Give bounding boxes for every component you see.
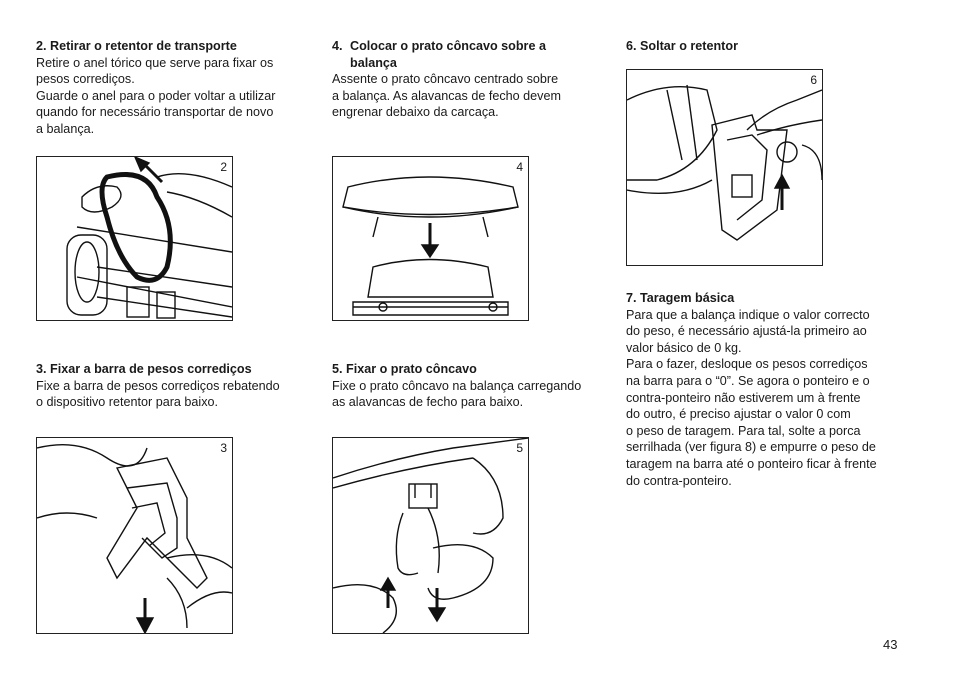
section-5: 5. Fixar o prato côncavo Fixe o prato cô… (332, 361, 612, 411)
figure-2-number: 2 (220, 160, 227, 174)
section-4-title: Colocar o prato côncavo sobre a balança (350, 39, 546, 70)
figure-2-illustration (66, 157, 232, 319)
section-2-text: Retire o anel tórico que serve para fixa… (36, 55, 276, 136)
section-6: 6. Soltar o retentor (626, 38, 906, 55)
section-2-title: 2. Retirar o retentor de transporte (36, 39, 237, 53)
section-4-number: 4. (332, 39, 343, 53)
section-3: 3. Fixar a barra de pesos corrediços Fix… (36, 361, 316, 411)
section-5-text: Fixe o prato côncavo na balança carregan… (332, 378, 582, 410)
section-7-text: Para que a balança indique o valor corre… (626, 307, 877, 488)
figure-4-illustration (342, 176, 519, 316)
section-6-title: 6. Soltar o retentor (626, 39, 738, 53)
figure-3: 3 (36, 437, 233, 634)
section-7-title: 7. Taragem básica (626, 291, 735, 305)
figure-3-number: 3 (220, 441, 227, 455)
figure-2: 2 (36, 156, 233, 321)
page-number: 43 (883, 637, 898, 652)
section-5-title: 5. Fixar o prato côncavo (332, 362, 477, 376)
section-4-heading: 4. Colocar o prato côncavo sobre a balan… (332, 38, 612, 71)
section-3-text: Fixe a barra de pesos corrediços rebaten… (36, 378, 280, 410)
section-2: 2. Retirar o retentor de transporte Reti… (36, 38, 316, 138)
section-4-text: Assente o prato côncavo centrado sobre a… (332, 72, 561, 120)
figure-4: 4 (332, 156, 529, 321)
figure-6-number: 6 (810, 73, 817, 87)
section-3-title: 3. Fixar a barra de pesos corrediços (36, 362, 252, 376)
figure-5-illustration (333, 438, 528, 633)
figure-5: 5 (332, 437, 529, 634)
section-7: 7. Taragem básica Para que a balança ind… (626, 290, 916, 489)
figure-4-number: 4 (516, 160, 523, 174)
figure-3-illustration (37, 443, 232, 633)
figure-6: 6 (626, 69, 823, 266)
figure-6-illustration (627, 84, 822, 241)
section-4: 4. Colocar o prato côncavo sobre a balan… (332, 38, 612, 121)
figure-5-number: 5 (516, 441, 523, 455)
